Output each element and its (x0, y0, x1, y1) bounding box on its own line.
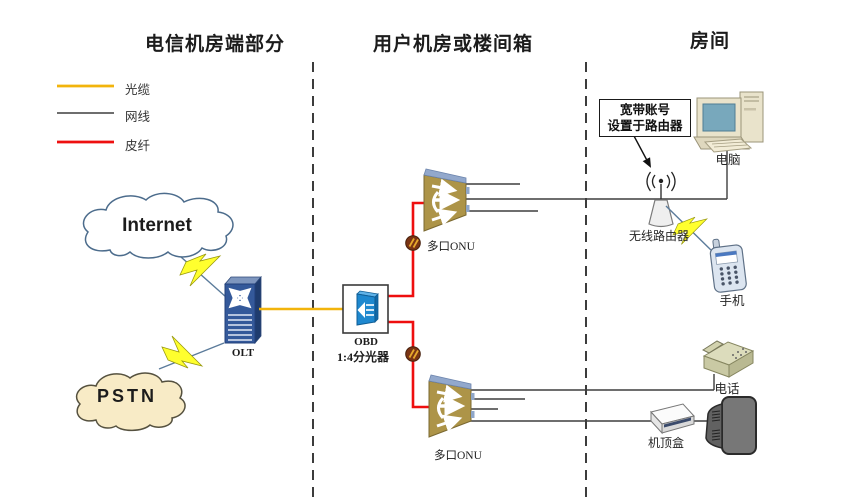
pstn-label: PSTN (96, 386, 158, 406)
legend-label-ethernet: 网线 (125, 110, 151, 124)
olt-icon (224, 275, 262, 345)
internet-cloud (82, 192, 234, 259)
mobile-phone-icon (709, 238, 747, 293)
set-top-box-icon (650, 403, 695, 435)
computer-icon (693, 91, 764, 153)
callout-arrow (633, 135, 651, 168)
callout-line-1: 宽带账号 (619, 103, 670, 117)
pstn-cloud (75, 372, 186, 432)
computer-label: 电脑 (715, 153, 741, 167)
broadband-account-callout: 宽带账号 设置于路由器 (599, 99, 691, 137)
onu-bottom-icon (429, 375, 475, 437)
section-header-user-room: 用户机房或楼间箱 (372, 34, 534, 55)
onu-top-label: 多口ONU (427, 241, 475, 253)
onu-bottom-label: 多口ONU (434, 450, 482, 462)
obd-splitter-icon (342, 284, 389, 334)
obd-label: OBD (354, 336, 378, 348)
legend-label-optical: 光缆 (125, 83, 151, 97)
wireless-router-label: 无线路由器 (628, 229, 690, 243)
lightning-internet-olt-icon (179, 253, 221, 287)
fiber-connector-top-icon (404, 234, 422, 252)
tv-icon (705, 396, 757, 455)
fiber-connector-bottom-icon (404, 345, 422, 363)
lightning-pstn-olt-icon (161, 335, 203, 369)
drop-fiber-top (388, 201, 424, 298)
legend-label-drop-fiber: 皮纤 (125, 139, 151, 153)
callout-line-2: 设置于路由器 (607, 119, 683, 133)
drop-fiber-bottom (388, 320, 429, 409)
obd-splitter-label: 1:4分光器 (337, 350, 389, 364)
section-header-telecom: 电信机房端部分 (144, 34, 286, 55)
internet-label: Internet (122, 215, 192, 236)
mobile-phone-label: 手机 (719, 294, 745, 308)
section-header-room: 房间 (689, 31, 731, 52)
olt-label: OLT (231, 347, 255, 359)
set-top-box-label: 机顶盒 (647, 436, 685, 450)
onu-top-icon (424, 169, 470, 231)
telephone-icon (701, 340, 755, 378)
telephone-label: 电话 (714, 382, 740, 396)
